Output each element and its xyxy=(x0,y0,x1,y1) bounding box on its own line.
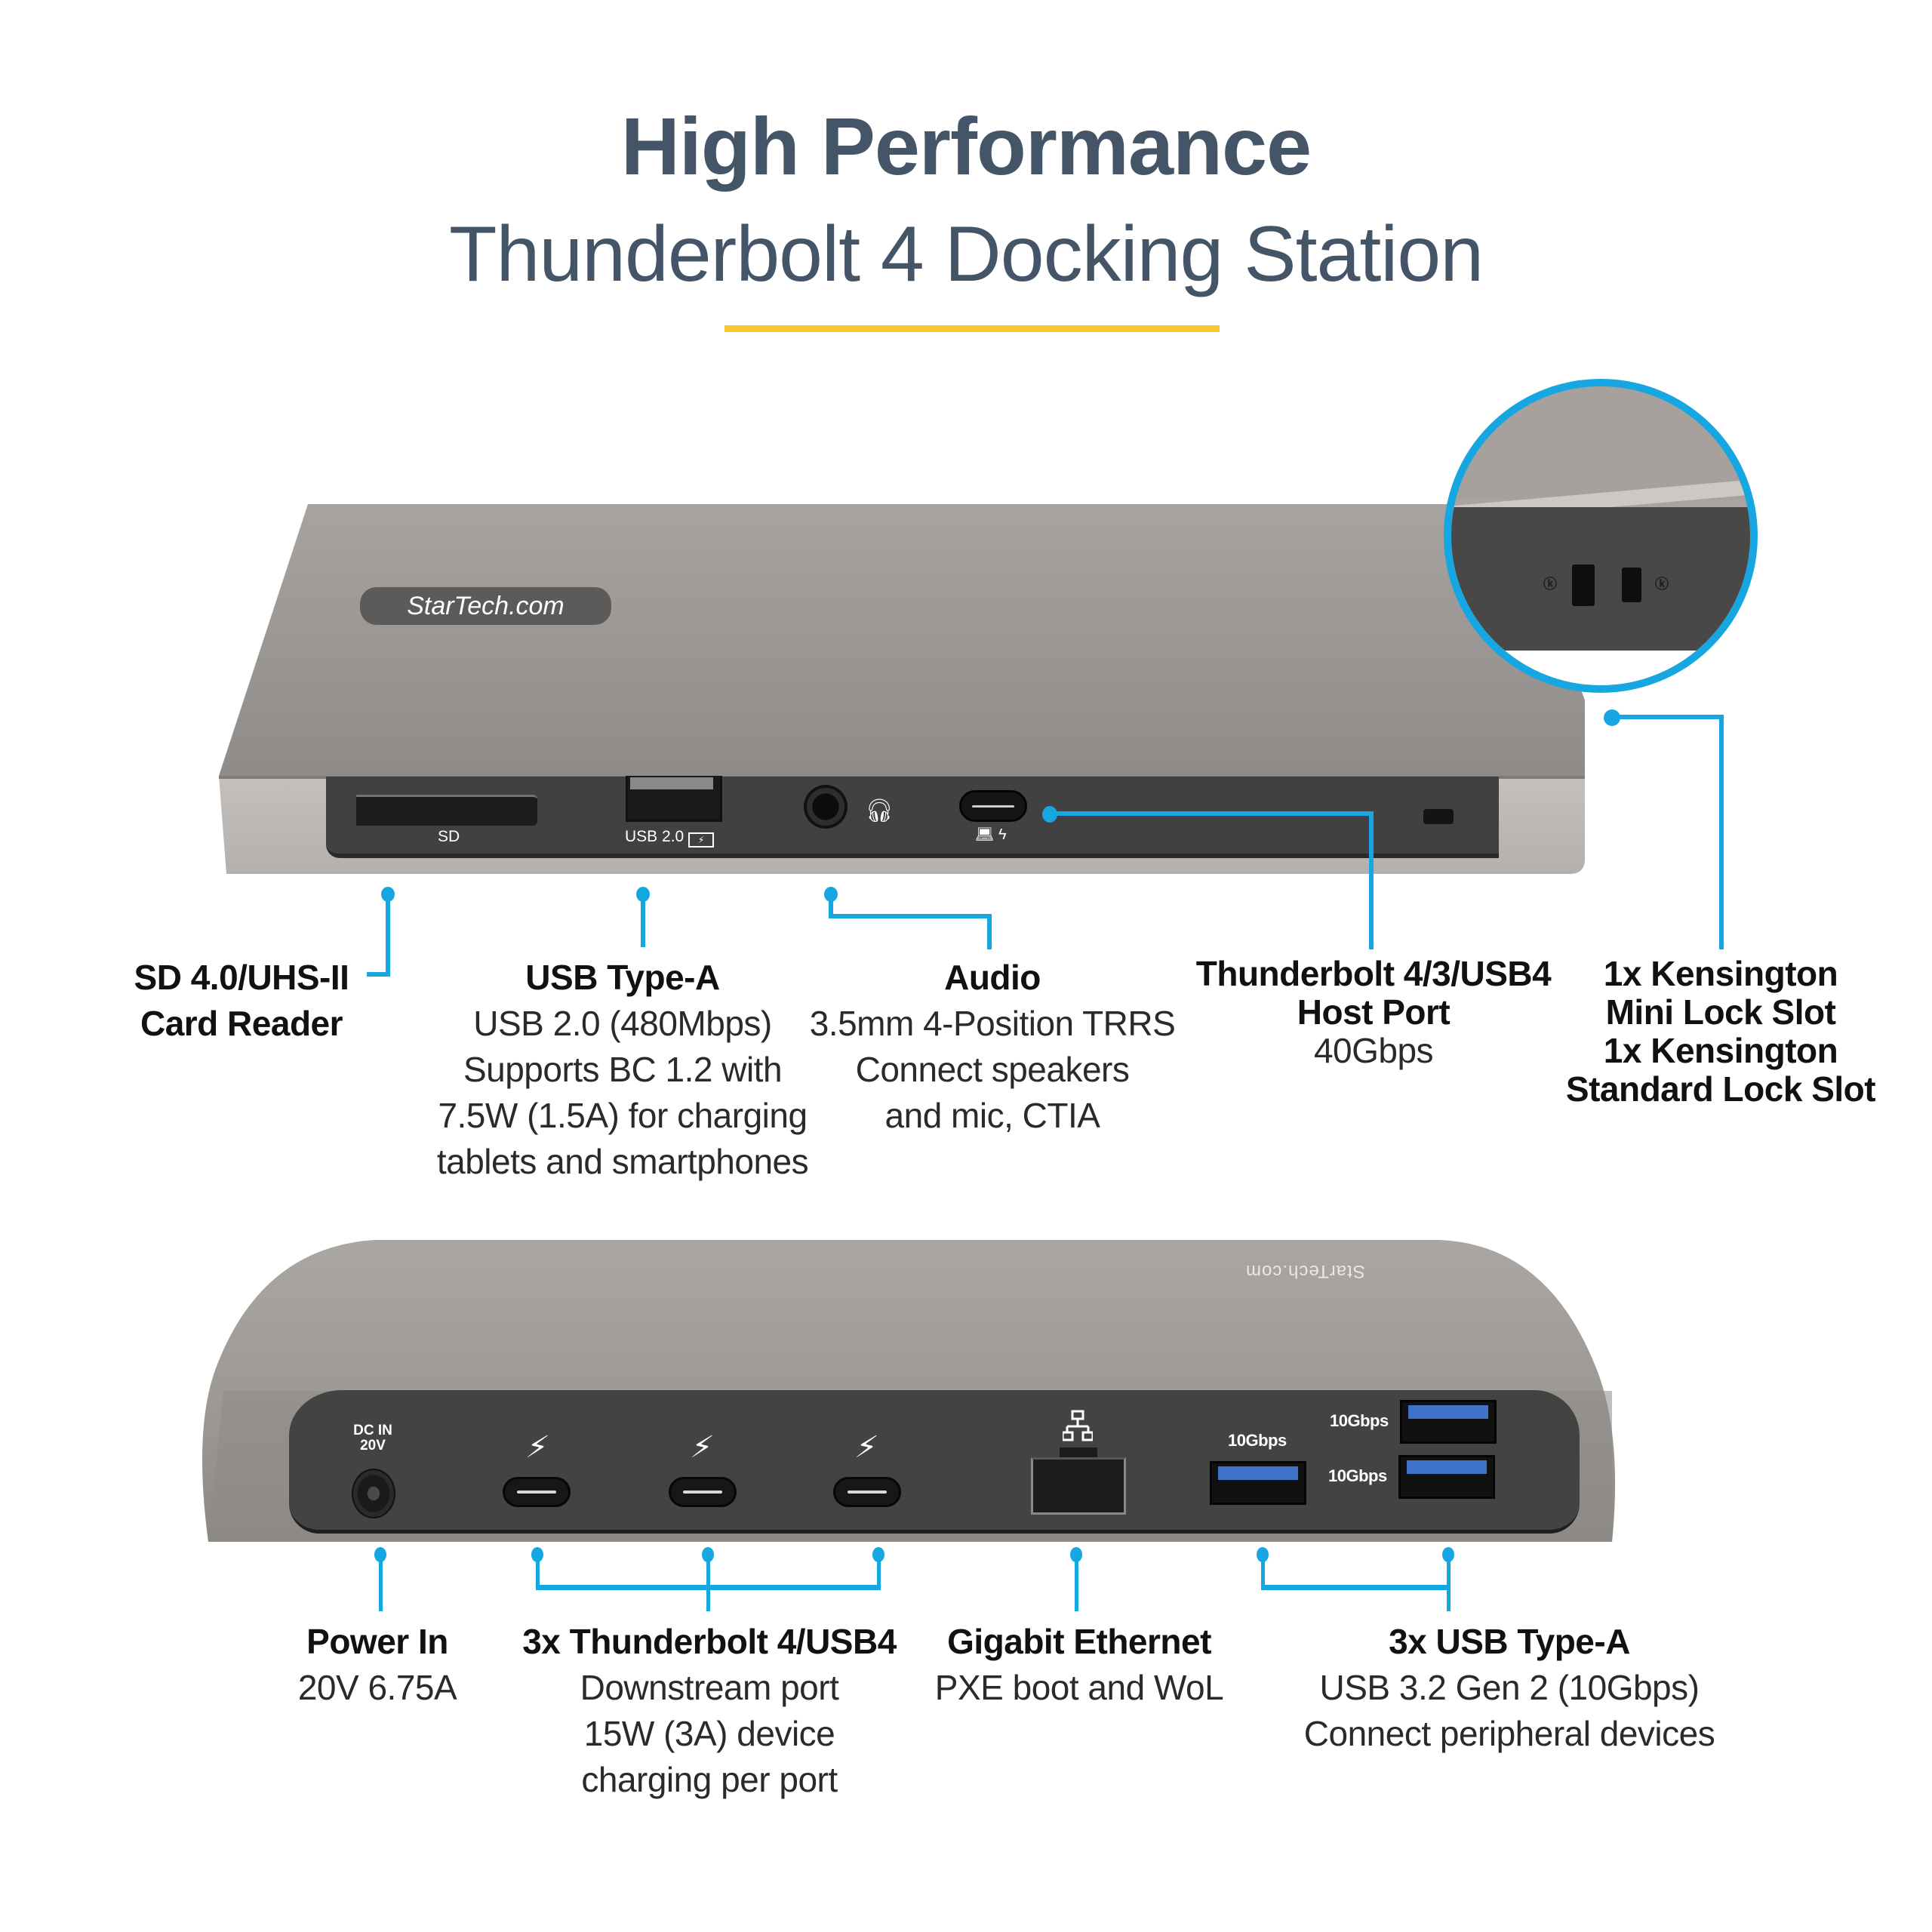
callout-line-usb2 xyxy=(641,894,645,947)
callout-heading: SD 4.0/UHS-II xyxy=(134,958,349,997)
callout-detail: Downstream port xyxy=(580,1668,839,1707)
rear-port-panel xyxy=(289,1390,1580,1534)
headset-icon: 🎧︎ xyxy=(865,798,894,823)
callout-heading: 1x Kensington xyxy=(1603,1031,1838,1070)
callout-heading: USB Type-A xyxy=(525,958,720,997)
callout-heading: 3x Thunderbolt 4/USB4 xyxy=(522,1622,897,1661)
ethernet-port-tab xyxy=(1060,1447,1097,1460)
thunderbolt-host-port[interactable] xyxy=(959,790,1027,822)
ethernet-port[interactable] xyxy=(1031,1457,1126,1515)
callout-line-tb3 xyxy=(877,1555,881,1589)
callout-line-tb-bracket xyxy=(536,1585,881,1590)
audio-jack[interactable] xyxy=(804,785,848,829)
callout-detail: USB 3.2 Gen 2 (10Gbps) xyxy=(1319,1668,1700,1707)
title-underline-divider xyxy=(724,325,1220,332)
battery-charge-icon: ⚡ xyxy=(688,832,715,848)
usb-speed-label: 10Gbps xyxy=(1330,1411,1389,1430)
callout-line-audio-v2 xyxy=(987,914,992,949)
startech-rear-logo: StarTech.com xyxy=(1245,1261,1365,1281)
usb2-port-tongue xyxy=(630,777,713,789)
kensington-standard-slot[interactable] xyxy=(1572,565,1595,606)
page-title: High Performance xyxy=(620,100,1312,192)
callout-line-tb-host-v xyxy=(1369,811,1374,949)
inset-device-side xyxy=(1451,507,1750,651)
callout-power-in: Power In 20V 6.75A xyxy=(264,1619,491,1711)
callout-detail: USB 2.0 (480Mbps) xyxy=(473,1004,772,1043)
callout-detail: 3.5mm 4-Position TRRS xyxy=(809,1004,1176,1043)
callout-heading: Thunderbolt 4/3/USB4 xyxy=(1195,954,1552,993)
callout-detail: charging per port xyxy=(581,1760,838,1799)
callout-line-audio-v1 xyxy=(829,894,833,917)
callout-heading: Power In xyxy=(306,1622,448,1661)
startech-logo-badge: StarTech.com xyxy=(360,587,611,625)
inset-device-top xyxy=(1451,386,1750,500)
callout-heading: Host Port xyxy=(1297,992,1451,1032)
thunderbolt-downstream-port-3[interactable] xyxy=(833,1477,901,1507)
callout-line-tb2 xyxy=(706,1555,710,1611)
sd-port-label: SD xyxy=(438,828,460,845)
callout-line-audio-h xyxy=(829,914,992,918)
network-icon xyxy=(1061,1410,1094,1453)
callout-line-sd xyxy=(386,894,390,976)
thunderbolt-downstream-port-2[interactable] xyxy=(669,1477,737,1507)
callout-heading: Mini Lock Slot xyxy=(1605,992,1836,1032)
sd-card-slot[interactable] xyxy=(356,795,537,826)
callout-line-usb3-a xyxy=(1261,1555,1265,1589)
callout-line-usb3-b xyxy=(1447,1555,1451,1611)
usb-speed-label: 10Gbps xyxy=(1328,1466,1387,1485)
page-subtitle: Thunderbolt 4 Docking Station xyxy=(448,211,1484,298)
callout-detail: Supports BC 1.2 with xyxy=(463,1050,783,1089)
usb2-port-label: USB 2.0 ⚡ xyxy=(625,829,715,848)
kensington-k-icon: ⓚ xyxy=(1543,577,1557,592)
callout-detail: 7.5W (1.5A) for charging xyxy=(438,1096,808,1135)
callout-heading: Standard Lock Slot xyxy=(1565,1069,1876,1109)
dc-power-jack[interactable] xyxy=(352,1469,395,1518)
kensington-mini-lock-slot[interactable] xyxy=(1423,809,1454,824)
laptop-bolt-icon: 💻︎ ϟ xyxy=(975,826,1007,843)
callout-detail: 15W (3A) device xyxy=(583,1714,835,1753)
callout-detail: 40Gbps xyxy=(1313,1031,1434,1070)
callout-detail: 20V 6.75A xyxy=(297,1668,457,1707)
callout-dot-tb-host xyxy=(1042,806,1057,823)
usb-speed-label: 10Gbps xyxy=(1228,1431,1287,1450)
callout-detail: Connect speakers xyxy=(855,1050,1130,1089)
callout-usb-type-a-front: USB Type-A USB 2.0 (480Mbps) Supports BC… xyxy=(423,955,823,1185)
inset-background xyxy=(1451,651,1750,685)
usb3-port-2[interactable] xyxy=(1400,1400,1497,1444)
callout-heading: Card Reader xyxy=(140,1004,343,1043)
usb3-port-3[interactable] xyxy=(1398,1455,1495,1499)
callout-heading: Audio xyxy=(944,958,1041,997)
kensington-zoom-inset: ⓚ ⓚ xyxy=(1444,379,1758,693)
callout-line-kensington-h xyxy=(1612,715,1724,719)
callout-line-power xyxy=(379,1555,383,1611)
callout-tb-host-port: Thunderbolt 4/3/USB4 Host Port 40Gbps xyxy=(1177,955,1570,1070)
callout-detail: tablets and smartphones xyxy=(436,1142,809,1181)
callout-detail: PXE boot and WoL xyxy=(934,1668,1224,1707)
callout-detail: Connect peripheral devices xyxy=(1303,1714,1715,1753)
callout-line-sd-h xyxy=(367,972,390,977)
callout-line-tb1 xyxy=(536,1555,540,1589)
callout-heading: Gigabit Ethernet xyxy=(947,1622,1211,1661)
callout-detail: and mic, CTIA xyxy=(884,1096,1100,1135)
callout-audio: Audio 3.5mm 4-Position TRRS Connect spea… xyxy=(808,955,1177,1139)
callout-line-tb-host-h xyxy=(1051,811,1374,816)
thunderbolt-downstream-port-1[interactable] xyxy=(503,1477,571,1507)
callout-ethernet: Gigabit Ethernet PXE boot and WoL xyxy=(921,1619,1238,1711)
kensington-mini-slot[interactable] xyxy=(1622,568,1641,602)
usb3-port-1[interactable] xyxy=(1210,1461,1306,1505)
callout-sd-card-reader: SD 4.0/UHS-II Card Reader xyxy=(113,955,370,1047)
dc-in-label: DC IN 20V xyxy=(353,1423,392,1454)
callout-line-usb3-bracket xyxy=(1261,1585,1451,1590)
callout-line-kensington-v xyxy=(1719,715,1724,949)
callout-tb-downstream: 3x Thunderbolt 4/USB4 Downstream port 15… xyxy=(513,1619,906,1803)
callout-kensington: 1x Kensington Mini Lock Slot 1x Kensingt… xyxy=(1555,955,1887,1109)
callout-line-ethernet xyxy=(1075,1555,1078,1611)
callout-heading: 3x USB Type-A xyxy=(1389,1622,1630,1661)
callout-heading: 1x Kensington xyxy=(1603,954,1838,993)
kensington-k-icon: ⓚ xyxy=(1655,577,1669,592)
callout-usb-type-a-rear: 3x USB Type-A USB 3.2 Gen 2 (10Gbps) Con… xyxy=(1268,1619,1751,1757)
